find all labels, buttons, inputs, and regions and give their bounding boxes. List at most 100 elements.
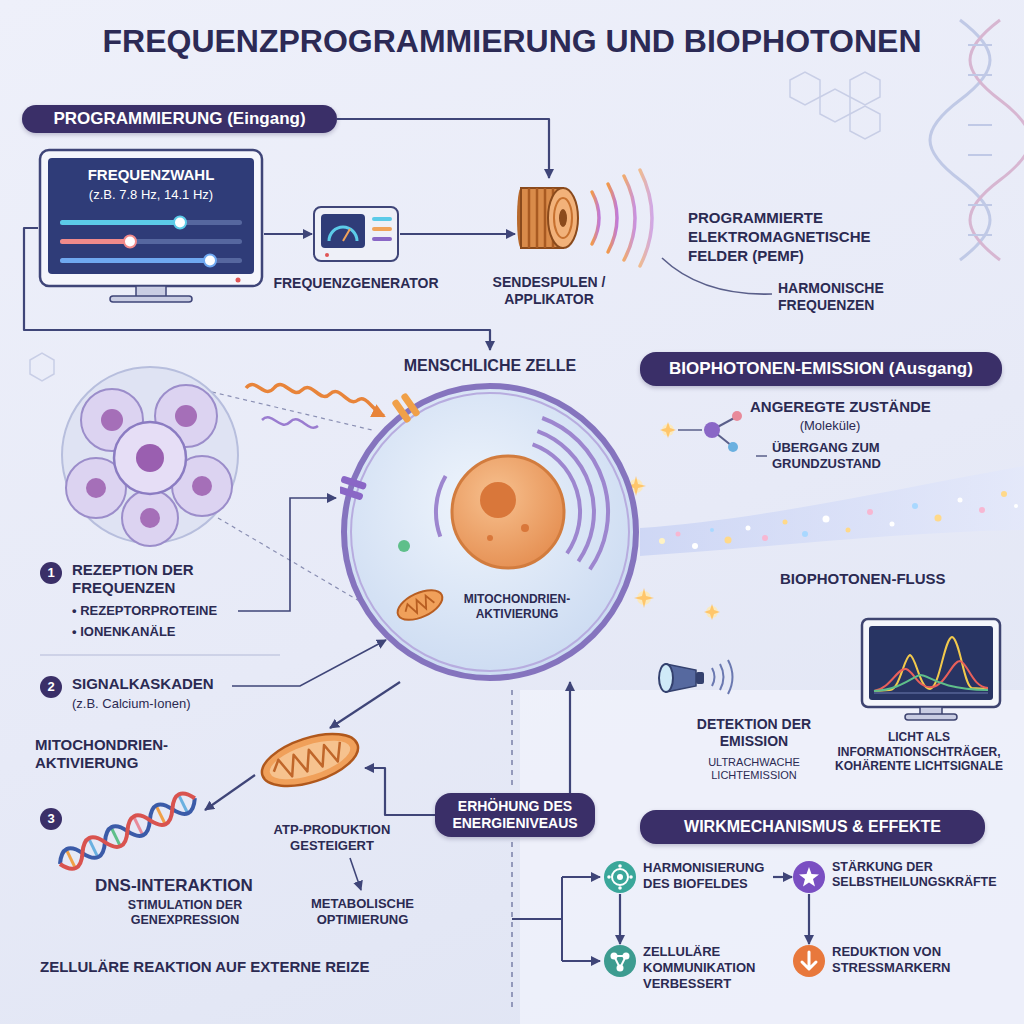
cell-cluster xyxy=(122,490,178,546)
cell-illustration xyxy=(340,475,367,500)
screen-box: LICHT ALS INFORMATIONSCHTRÄGER, KOHÄRENT… xyxy=(860,617,1002,722)
effects-panel xyxy=(520,690,1024,1024)
node-text: DETEKTION DER EMISSION xyxy=(688,716,820,750)
signal-wave-arrow xyxy=(246,385,384,416)
effect-item: REDUKTION VON STRESSMARKERN xyxy=(792,944,1002,978)
flow-arrow xyxy=(205,775,255,810)
effect-icon xyxy=(604,861,636,893)
generator-illustration xyxy=(372,217,392,221)
effect-icon xyxy=(617,965,624,972)
bracket-arrows xyxy=(562,960,600,962)
biophoton-band xyxy=(640,466,1024,556)
monitor-illustration xyxy=(60,239,130,244)
cell-cluster xyxy=(114,422,186,494)
cell-cluster xyxy=(86,478,106,498)
diagram-title: FREQUENZPROGRAMMIERUNG UND BIOPHOTONEN xyxy=(0,22,1024,61)
mitochondrion-illustration xyxy=(271,740,346,781)
node-subtext: MITOCHONDRIEN-AKTIVIERUNG xyxy=(452,592,582,621)
effect-icon xyxy=(612,869,628,885)
section-caption: ZELLULÄRE REAKTION AUF EXTERNE REIZE xyxy=(40,958,490,976)
effect-icon xyxy=(604,945,636,977)
biophoton-band xyxy=(890,522,895,527)
coil-waves xyxy=(624,176,635,260)
detection-waves xyxy=(712,668,715,686)
monitor-illustration xyxy=(60,220,242,225)
detection-waves xyxy=(728,660,733,694)
coil-illustration xyxy=(548,188,578,248)
node-text: STÄRKUNG DER SELBSTHEILUNGSKRÄFTE xyxy=(832,860,1014,891)
dna-decor xyxy=(930,20,990,260)
node-text: SENDESPULEN / APPLIKATOR xyxy=(470,274,628,308)
molecule-icon xyxy=(732,411,742,421)
coil-illustration xyxy=(515,178,583,258)
biophoton-band xyxy=(802,531,808,537)
biophoton-band xyxy=(823,516,830,523)
coil-illustration xyxy=(559,209,567,227)
biophoton-band xyxy=(979,507,985,513)
flow-arrow xyxy=(569,682,571,793)
step-note: (z.B. Calcium-Ionen) xyxy=(72,696,272,712)
node-text: PROGRAMMIERUNG (Eingang) xyxy=(32,109,327,130)
dna-illustration xyxy=(55,790,199,873)
dna-illustration xyxy=(50,790,205,875)
node-text: ERHÖHUNG DES ENERGIENIVEAUS xyxy=(445,798,585,832)
callout-number: 2 xyxy=(40,676,62,698)
biophoton-band xyxy=(912,503,918,509)
effect-icon xyxy=(792,860,826,894)
emission-sparkle xyxy=(634,588,654,608)
molecule-icon xyxy=(678,411,767,456)
dna-illustration xyxy=(67,851,75,867)
emission-sparkle xyxy=(660,422,676,438)
effect-icon xyxy=(793,945,825,977)
hexagon-decor xyxy=(790,72,820,105)
detector-illustration xyxy=(652,652,707,702)
monitor-illustration xyxy=(60,220,180,225)
screen-illustration xyxy=(862,619,1000,707)
state-label: ÜBERGANG ZUM GRUNDZUSTAND xyxy=(772,440,922,472)
section-header-pill: BIOPHOTONEN-EMISSION (Ausgang) xyxy=(640,352,1002,386)
cell-illustration xyxy=(340,475,367,490)
cell-illustration xyxy=(521,524,529,532)
cell-cluster xyxy=(62,367,378,612)
generator-illustration xyxy=(312,205,400,263)
flow-arrow xyxy=(264,233,312,235)
section-header-pill: WIRKMECHANISMUS & EFFEKTE xyxy=(640,810,985,844)
dna-box: DNS-INTERAKTIONSTIMULATION DER GENEXPRES… xyxy=(50,790,205,875)
leader-line xyxy=(40,654,280,655)
effect-label: METABOLISCHE OPTIMIERUNG xyxy=(300,896,425,928)
leader-line xyxy=(232,640,386,686)
monitor-illustration xyxy=(60,258,210,263)
cell-illustration xyxy=(400,392,421,417)
mitochondrion-illustration xyxy=(256,728,365,792)
divider-line xyxy=(511,690,513,1012)
step-heading: SIGNALKASKADEN xyxy=(72,675,272,693)
callout-number: 3 xyxy=(40,808,62,830)
molecule-icon xyxy=(678,429,702,431)
dna-decor xyxy=(968,124,992,126)
dna-decor xyxy=(968,204,992,206)
biophoton-band xyxy=(958,498,963,503)
effect-icon xyxy=(623,953,630,960)
coil-illustration xyxy=(528,188,531,248)
generator-illustration xyxy=(372,237,392,241)
node-text: REDUKTION VON STRESSMARKERN xyxy=(832,944,1002,976)
dna-illustration xyxy=(55,790,199,873)
node-text: MITOCHONDRIEN-AKTIVIERUNG xyxy=(35,736,200,773)
biophoton-band xyxy=(1014,504,1018,508)
biophoton-band xyxy=(746,526,751,531)
cell-illustration xyxy=(340,350,640,682)
bracket-arrows xyxy=(512,918,562,920)
effect-icon xyxy=(618,886,622,890)
signal-wave-arrow xyxy=(246,385,384,428)
effect-icon xyxy=(607,875,611,879)
state-label: ANGEREGTE ZUSTÄNDE xyxy=(750,398,960,416)
effect-icon xyxy=(629,875,633,879)
cell-illustration xyxy=(393,584,447,626)
flow-arrow xyxy=(773,876,792,878)
hexagon-decor xyxy=(820,89,850,122)
mitochondrion-illustration xyxy=(256,728,365,792)
node-subtext: (z.B. 7.8 Hz, 14.1 Hz) xyxy=(46,187,256,203)
coil-illustration xyxy=(544,188,547,248)
coil-waves xyxy=(592,192,599,244)
node-text: FREQUENZGENERATOR xyxy=(267,275,445,292)
